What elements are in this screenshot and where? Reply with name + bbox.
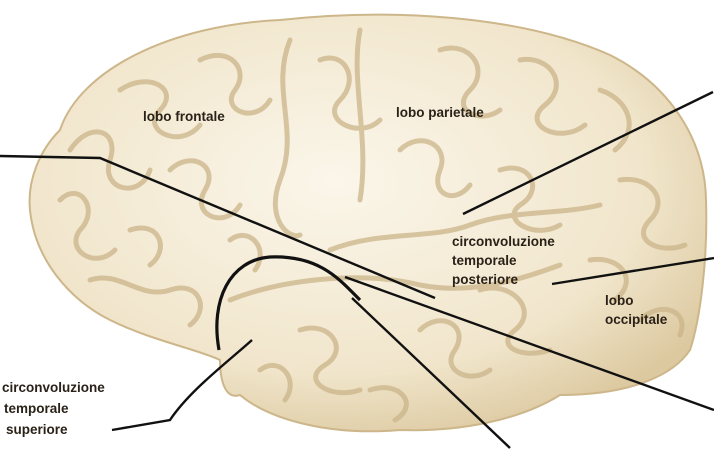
label-posterior-temporal-1: circonvoluzione — [452, 234, 555, 249]
label-superior-temporal-2: temporale — [4, 401, 69, 416]
label-superior-temporal-1: circonvoluzione — [2, 380, 105, 395]
brain-outline — [30, 15, 707, 432]
label-superior-temporal-3: superiore — [6, 422, 68, 437]
label-posterior-temporal-2: temporale — [452, 253, 517, 268]
label-occipital-1: lobo — [605, 293, 634, 308]
label-parietal-lobe: lobo parietale — [396, 105, 484, 120]
label-posterior-temporal-3: posteriore — [452, 272, 519, 287]
label-frontal-lobe: lobo frontale — [143, 109, 225, 124]
label-occipital-2: occipitale — [605, 312, 668, 327]
